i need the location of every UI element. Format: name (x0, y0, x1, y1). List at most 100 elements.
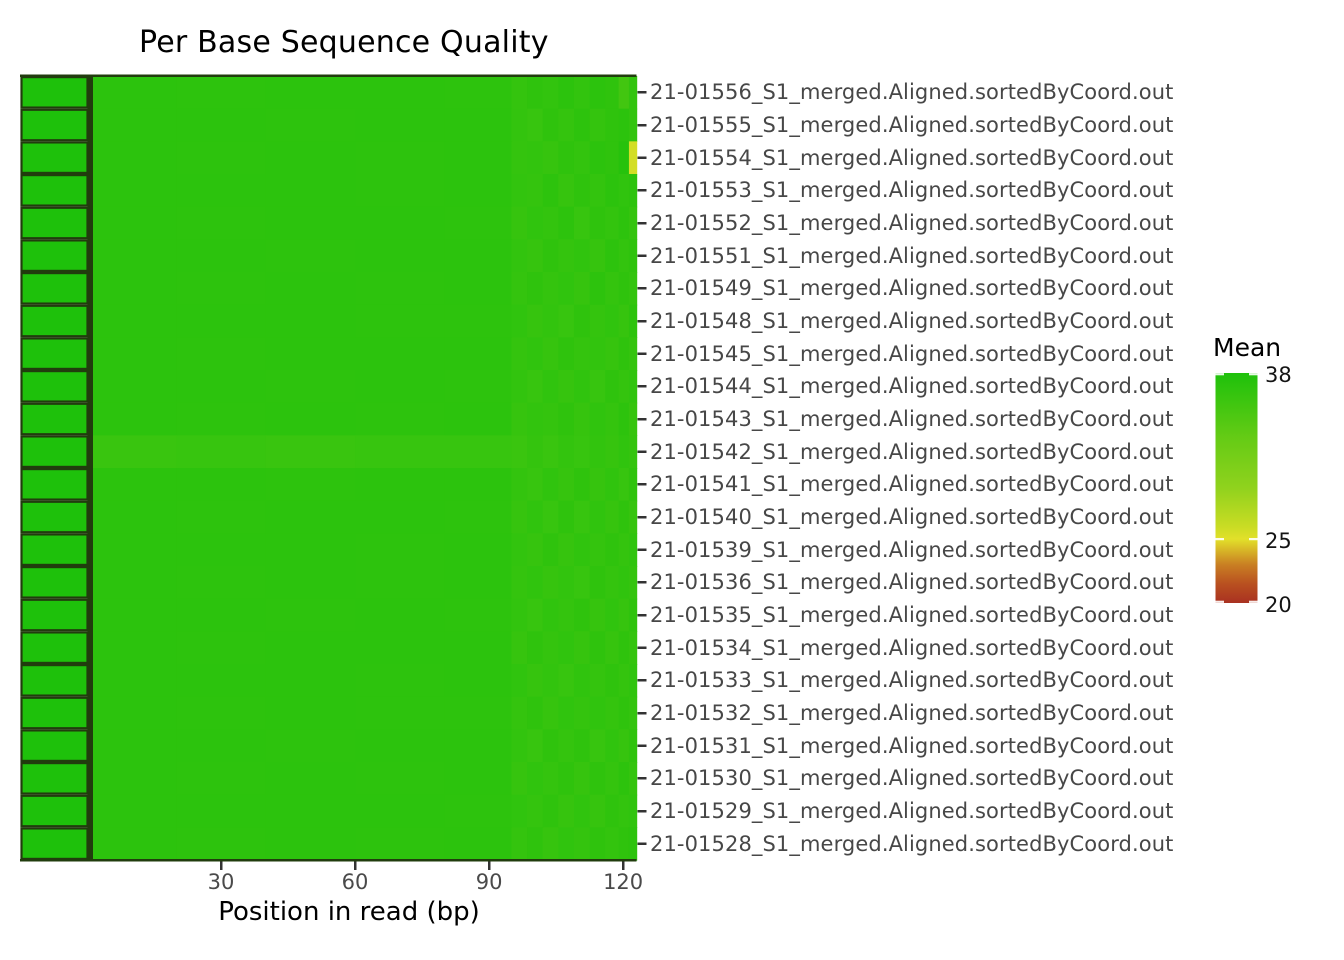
heatmap-cell (605, 566, 620, 600)
heatmap-cell (355, 729, 446, 763)
sample-label: 21-01549_S1_merged.Aligned.sortedByCoord… (650, 276, 1174, 301)
heatmap-cell (558, 598, 575, 633)
heatmap-cell (605, 272, 620, 306)
heatmap-cell (511, 76, 528, 110)
heatmap-cell (618, 598, 630, 633)
heatmap-cell (589, 206, 606, 241)
heatmap-cell (444, 337, 513, 371)
heatmap-cell (527, 696, 544, 731)
heatmap-cell (589, 696, 606, 731)
heatmap-cell (589, 304, 606, 339)
heatmap-cell (355, 664, 446, 698)
heatmap-cell (558, 174, 575, 208)
heatmap-cell (511, 468, 528, 502)
heatmap-cell (605, 304, 620, 339)
heatmap-cell (527, 533, 544, 567)
heatmap-cell (527, 206, 544, 241)
heatmap-cell (628, 337, 638, 371)
heatmap-cell (444, 566, 513, 600)
heatmap-cell (589, 762, 606, 796)
heatmap-cell (542, 206, 560, 241)
lead-cell (20, 206, 89, 240)
lead-cell (20, 337, 89, 370)
heatmap-cell (527, 402, 544, 437)
sample-label: 21-01528_S1_merged.Aligned.sortedByCoord… (650, 831, 1174, 856)
heatmap-cell (542, 304, 560, 339)
heatmap-cell (511, 533, 528, 567)
sample-label: 21-01536_S1_merged.Aligned.sortedByCoord… (650, 570, 1174, 595)
heatmap-cell (355, 598, 446, 633)
heatmap-cell (511, 762, 528, 796)
heatmap-cell (90, 435, 178, 469)
lead-cell (20, 75, 89, 109)
heatmap-cell (558, 533, 575, 567)
heatmap-cell (90, 631, 178, 665)
heatmap-cell (605, 533, 620, 567)
heatmap-cell (573, 762, 591, 796)
legend-tick-label: 20 (1265, 593, 1292, 617)
heatmap-cell (355, 76, 446, 110)
heatmap-cell (618, 435, 630, 469)
heatmap-cell (605, 696, 620, 731)
heatmap-cell (542, 762, 560, 796)
sample-label: 21-01552_S1_merged.Aligned.sortedByCoord… (650, 211, 1174, 235)
lead-cell (20, 370, 89, 403)
heatmap-cell (511, 272, 528, 306)
heatmap-cell (605, 762, 620, 796)
heatmap-cell (511, 337, 528, 371)
heatmap-cell (90, 696, 178, 731)
lead-cell (20, 794, 89, 828)
heatmap-cell (265, 631, 356, 665)
heatmap-cell (542, 239, 560, 273)
heatmap-cell (618, 370, 630, 404)
heatmap-cell (176, 468, 267, 502)
heatmap-cell (355, 174, 446, 208)
heatmap-cell (265, 76, 356, 110)
heatmap-cell (90, 141, 178, 175)
heatmap-cell (628, 631, 638, 665)
heatmap-cell (628, 729, 638, 763)
heatmap-cell (628, 435, 638, 469)
heatmap-cell (618, 533, 630, 567)
heatmap-cell (558, 435, 575, 469)
heatmap-cell (542, 370, 560, 404)
heatmap-cell (558, 827, 575, 861)
heatmap-cell (628, 108, 638, 143)
heatmap-cell (176, 696, 267, 731)
heatmap-cell (628, 598, 638, 633)
sample-label: 21-01556_S1_merged.Aligned.sortedByCoord… (650, 80, 1174, 105)
heatmap-cell (605, 435, 620, 469)
heatmap-cell (618, 174, 630, 208)
heatmap-cell (355, 435, 446, 469)
sample-label: 21-01551_S1_merged.Aligned.sortedByCoord… (650, 243, 1174, 268)
heatmap-cell (589, 729, 606, 763)
lead-cell (20, 565, 89, 599)
lead-cell (20, 108, 89, 142)
heatmap-cell (589, 370, 606, 404)
heatmap-cell (90, 402, 178, 437)
heatmap-cell (628, 272, 638, 306)
heatmap-cell (618, 402, 630, 437)
heatmap-cell (573, 435, 591, 469)
lead-cell (20, 174, 89, 207)
heatmap-cell (558, 402, 575, 437)
heatmap-cell (618, 468, 630, 502)
heatmap-cell (90, 827, 178, 861)
heatmap-cell (90, 664, 178, 698)
x-tick-label: 60 (341, 870, 369, 894)
heatmap-cell (355, 304, 446, 339)
heatmap-cell (444, 468, 513, 502)
heatmap-cell (444, 108, 513, 143)
heatmap-cell (618, 500, 630, 535)
heatmap-cell (573, 631, 591, 665)
heatmap-cell (444, 696, 513, 731)
heatmap-cell (355, 794, 446, 829)
heatmap-cell (618, 729, 630, 763)
heatmap-cell (176, 566, 267, 600)
sample-label: 21-01540_S1_merged.Aligned.sortedByCoord… (650, 505, 1174, 529)
heatmap-cell (511, 500, 528, 535)
heatmap-cell (542, 696, 560, 731)
heatmap-cell (558, 729, 575, 763)
heatmap-cell (355, 337, 446, 371)
colorbar-gradient (1215, 373, 1258, 603)
